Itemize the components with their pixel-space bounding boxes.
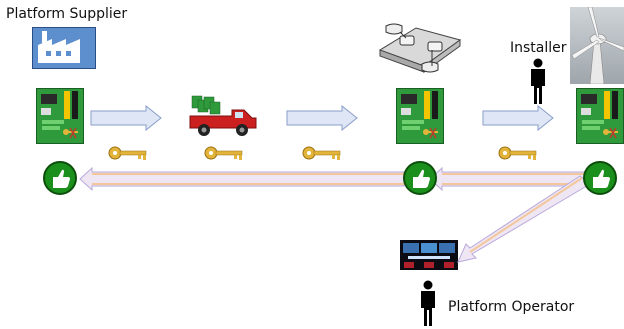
operator-label: Platform Operator (448, 299, 575, 315)
key-icon-3 (302, 144, 342, 162)
flow-arrow-1 (90, 105, 162, 131)
installer-label: Installer (510, 40, 567, 56)
key-icon-2 (204, 144, 244, 162)
wind-turbine-photo (570, 7, 624, 84)
flow-arrow-3 (482, 105, 554, 131)
industrial-machine-icon (372, 20, 464, 78)
operator-display-icon (400, 240, 458, 270)
supplier-label: Platform Supplier (6, 6, 128, 22)
installer-person-icon (528, 58, 548, 106)
key-icon-4 (498, 144, 538, 162)
flow-arrow-2 (286, 105, 358, 131)
board-installer (576, 88, 624, 144)
board-supplier (36, 88, 84, 144)
operator-person-icon (418, 280, 438, 328)
return-arrow-middle-to-supplier (79, 166, 405, 192)
return-arrow-installer-to-middle (429, 166, 587, 192)
key-icon-1 (108, 144, 148, 162)
factory-icon (32, 27, 96, 69)
thumbs-up-icon-middle (402, 160, 438, 196)
return-arrow-installer-to-operator (457, 175, 591, 263)
thumbs-up-icon-supplier (42, 160, 78, 196)
board-middle (396, 88, 444, 144)
truck-icon (188, 94, 258, 138)
thumbs-up-icon-installer (582, 160, 618, 196)
